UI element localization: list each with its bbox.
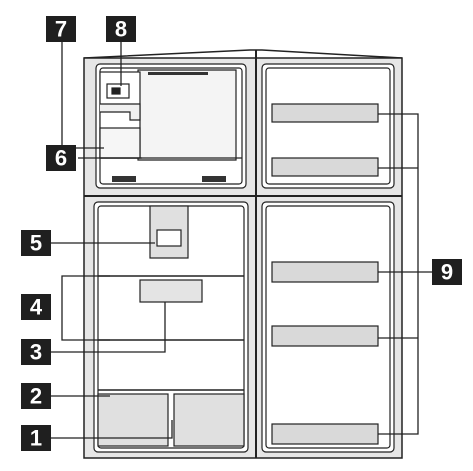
fridge-door-shelf-bottom [271, 423, 379, 445]
shelf-box [139, 279, 203, 303]
ice-maker-switch [111, 87, 121, 95]
ice-maker-arm [100, 103, 141, 121]
leader-3 [51, 302, 166, 353]
fridge-door-inner-liner [265, 205, 391, 449]
leader-1 [51, 420, 173, 439]
water-dispenser-tap [156, 229, 182, 247]
leader-9 [378, 113, 432, 435]
label-7: 7 [46, 16, 76, 42]
label-1-text: 1 [30, 426, 42, 451]
ice-bin [99, 127, 141, 159]
crisper-drawer-right [173, 393, 245, 447]
label-3: 3 [21, 339, 51, 365]
fridge-door-shelf-middle [271, 325, 379, 347]
freezer-back-wall [137, 69, 237, 161]
fridge-door [261, 201, 395, 453]
crisper-drawer-left [97, 393, 169, 447]
freezer-door-shelf-upper [271, 103, 379, 123]
label-4-text: 4 [30, 295, 43, 320]
cabinet-top-edge [83, 49, 403, 59]
label-5: 5 [21, 230, 51, 256]
label-8-text: 8 [115, 17, 127, 42]
freezer-bottom-vents [112, 176, 226, 182]
leader-4 [61, 275, 110, 341]
label-5-text: 5 [30, 231, 42, 256]
fridge-door-shelf-top [271, 261, 379, 283]
freezer-left-compartment [95, 63, 247, 189]
label-8: 8 [106, 16, 136, 42]
fridge-left-compartment [93, 201, 249, 453]
freezer-door-shelf-lower [271, 157, 379, 177]
freezer-door [261, 63, 395, 189]
label-2-text: 2 [30, 384, 42, 409]
label-7-text: 7 [55, 17, 67, 42]
freezer-vent-top [148, 72, 208, 75]
freezer-door-interior [261, 63, 395, 189]
freezer-door-inner-liner [265, 67, 391, 185]
label-1: 1 [21, 425, 51, 451]
label-6: 6 [46, 145, 76, 171]
label-6-text: 6 [55, 146, 67, 171]
label-4: 4 [21, 294, 51, 320]
label-3-text: 3 [30, 340, 42, 365]
label-2: 2 [21, 383, 51, 409]
label-9-text: 9 [441, 260, 453, 285]
label-9: 9 [432, 259, 462, 285]
